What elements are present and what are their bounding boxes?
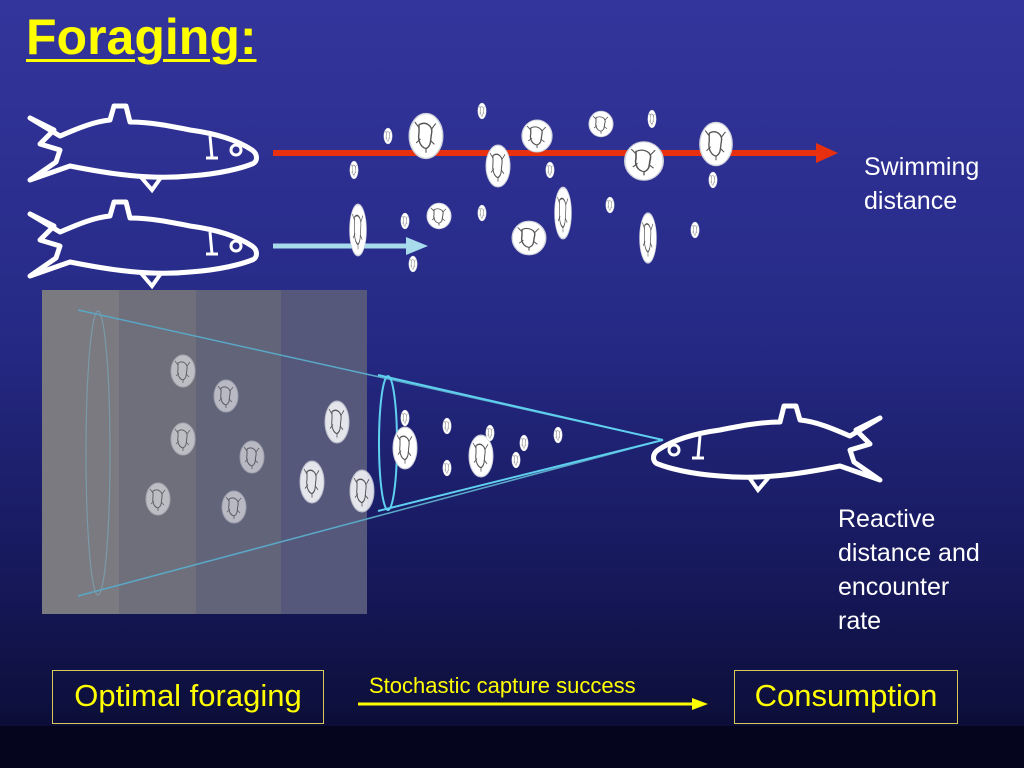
fish-icon [654, 406, 881, 490]
reactive-label-line2: distance and [838, 539, 980, 567]
consumption-box: Consumption [734, 670, 958, 724]
reactive-label-line1: Reactive [838, 505, 936, 533]
reactive-label-line4: rate [838, 607, 882, 635]
reactive-distance-label: Reactive distance and encounter rate [838, 502, 980, 638]
flow-arrow [358, 698, 708, 710]
swimming-distance-label-line1: Swimming [864, 153, 980, 181]
fish-icon [30, 202, 257, 286]
optimal-foraging-box: Optimal foraging [52, 670, 324, 724]
slideshow-bottom-bar [0, 726, 1024, 768]
foraging-diagram [0, 102, 1024, 710]
fast-swim-arrowhead [816, 143, 838, 163]
slow-swim-arrowhead [406, 237, 428, 255]
swimming-distance-label-line2: distance [864, 187, 958, 215]
reactive-cone [77, 309, 664, 597]
reactive-label-line3: encounter [838, 573, 950, 601]
fish-icon [30, 106, 257, 190]
swimming-distance-label: Swimming distance [864, 150, 979, 218]
capture-success-label: Stochastic capture success [369, 673, 636, 698]
zooplankton-in-cone [392, 409, 563, 478]
slide-title: Foraging: [26, 9, 257, 65]
